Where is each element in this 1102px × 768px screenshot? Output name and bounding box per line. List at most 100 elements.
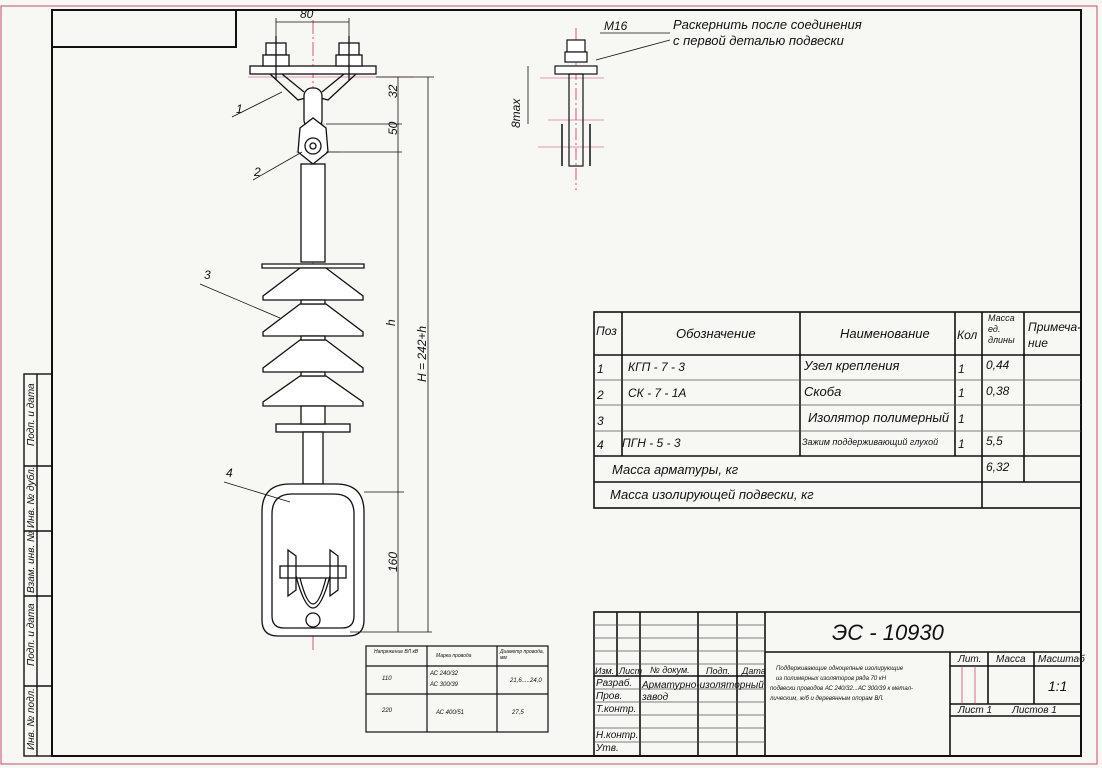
tb-col-list: Лист <box>619 666 643 676</box>
row3-name: Изолятор полимерный <box>808 410 950 425</box>
row3-qty: 1 <box>958 412 965 426</box>
tb-role-2: Т.контр. <box>596 704 637 715</box>
tb-scale: 1:1 <box>1048 678 1068 694</box>
vt-r2-wire1: АС 400/51 <box>436 710 465 716</box>
mass-fittings-value: 6,32 <box>986 460 1010 474</box>
vt-r2-voltage: 220 <box>382 708 393 714</box>
voltage-table-grid <box>365 645 549 733</box>
dim-50: 50 <box>386 121 400 135</box>
title-block-grid <box>593 611 1082 757</box>
leader-1: 1 <box>236 102 243 116</box>
insulator-sheds <box>261 263 365 433</box>
tb-col-izm: Изм. <box>595 666 615 676</box>
col-mass-1: Масса <box>988 313 1015 323</box>
row2-mass: 0,38 <box>986 384 1010 398</box>
row4-designation: ПГН - 5 - 3 <box>622 436 681 450</box>
stamp-sign-date-1: Подп. и дата <box>26 383 37 446</box>
parts-table-rows <box>594 379 1081 432</box>
dim-160: 160 <box>386 552 400 572</box>
leader-lines <box>199 91 303 503</box>
row1-name: Узел крепления <box>804 358 900 373</box>
desc-line-1: Поддерживающие одноцепные изолирующие <box>776 666 904 672</box>
tb-col-date: Дата <box>742 666 766 676</box>
title-block-thin-rows <box>594 624 976 743</box>
clevis <box>297 117 329 165</box>
col-mass-2: ед. <box>988 324 1001 334</box>
tb-lit: Лит. <box>958 654 982 665</box>
tb-role-5: Утв. <box>596 743 619 754</box>
desc-line-4: лическим, ж/б и деревянным опорам ВЛ. <box>770 696 884 702</box>
vt-r1-voltage: 110 <box>382 676 392 682</box>
support-clamp <box>261 483 365 637</box>
suspension-assembly <box>249 20 377 650</box>
note-line-1: Раскернить после соединения <box>673 17 862 32</box>
row2-pos: 2 <box>597 388 604 402</box>
stamp-sign-date-2: Подп. и дата <box>26 603 37 666</box>
col-name: Наименование <box>840 326 930 341</box>
row4-qty: 1 <box>958 437 965 451</box>
col-designation: Обозначение <box>676 326 756 341</box>
dim-32: 32 <box>386 84 400 98</box>
stamp-orig-inv: Инв. № подл. <box>26 688 37 750</box>
dimensions <box>275 18 434 633</box>
tb-org-1: Арматурно-изоляторный <box>642 680 764 691</box>
tb-col-doc: № докум. <box>650 665 690 675</box>
side-stamp-labels: Подп. и дата Инв. № дубл. Взам. инв. № П… <box>25 383 37 750</box>
tb-role-0: Разраб. <box>596 678 633 689</box>
col-note-2: ние <box>1028 336 1048 350</box>
mass-suspension-label: Масса изолирующей подвески, кг <box>610 487 814 502</box>
row1-pos: 1 <box>597 362 604 376</box>
vt-r1-wire1: АС 240/32 <box>430 671 459 677</box>
vt-r1-wire2: АС 300/39 <box>430 682 459 688</box>
leader-3: 3 <box>204 268 211 282</box>
vt-col-wire: Марка провода <box>436 653 472 659</box>
dim-h: h <box>384 319 398 326</box>
tb-sheet: Лист 1 <box>958 705 993 716</box>
tb-mass: Масса <box>996 654 1026 665</box>
leader-2: 2 <box>253 165 261 179</box>
vt-r2-diameter: 27,5 <box>512 710 524 716</box>
row3-pos: 3 <box>597 414 604 428</box>
row2-name: Скоба <box>804 384 842 399</box>
vt-col-voltage: Напряжение ВЛ кВ <box>374 649 419 655</box>
row2-designation: СК - 7 - 1А <box>628 386 687 400</box>
tb-org-2: завод <box>642 692 669 703</box>
stamp-repl-inv: Взам. инв. № <box>26 531 37 593</box>
tb-role-4: Н.контр. <box>596 730 639 741</box>
desc-line-3: подвески проводов АС 240/32...АС 300/39 … <box>770 686 913 692</box>
row1-designation: КГП - 7 - 3 <box>628 360 685 374</box>
row4-mass: 5,5 <box>986 434 1003 448</box>
mounting-node <box>249 36 377 129</box>
vt-r1-diameter: 21,6.....24,0 <box>510 678 542 684</box>
vt-col-diameter: Диаметр провода, мм <box>500 649 545 661</box>
tb-scale-label: Масштаб <box>1038 654 1085 665</box>
leader-4: 4 <box>226 466 233 480</box>
desc-line-2: из полимерных изоляторов ряда 70 кН <box>776 676 887 682</box>
col-pos: Поз <box>596 324 617 338</box>
dim-H: H = 242+h <box>415 326 429 382</box>
col-note-1: Примеча- <box>1028 320 1082 334</box>
tb-role-1: Пров. <box>596 691 623 702</box>
mass-fittings-label: Масса арматуры, кг <box>612 462 739 477</box>
row4-name: Зажим поддерживающий глухой <box>802 437 939 447</box>
row4-pos: 4 <box>597 438 604 452</box>
detail-view <box>527 28 671 190</box>
parts-table-grid <box>593 311 1082 509</box>
stamp-dup-inv: Инв. № дубл. <box>25 467 37 529</box>
detail-gap-label: 8max <box>509 98 523 128</box>
leader-numbers: 1 2 3 4 <box>204 102 261 480</box>
note-line-2: с первой деталью подвески <box>673 33 844 48</box>
top-left-box <box>51 9 237 48</box>
col-qty: Кол <box>957 328 978 342</box>
dimension-labels: 80 32 50 h H = 242+h 160 <box>300 7 429 572</box>
detail-thread-label: М16 <box>604 19 628 33</box>
row1-qty: 1 <box>958 362 965 376</box>
col-mass-3: длины <box>988 335 1015 345</box>
sheet-outer-border <box>0 5 1098 765</box>
dim-80: 80 <box>300 7 314 21</box>
side-stamp-grid <box>23 373 53 757</box>
row1-mass: 0,44 <box>986 358 1010 372</box>
insulator-rod <box>300 163 326 263</box>
row2-qty: 1 <box>958 386 965 400</box>
